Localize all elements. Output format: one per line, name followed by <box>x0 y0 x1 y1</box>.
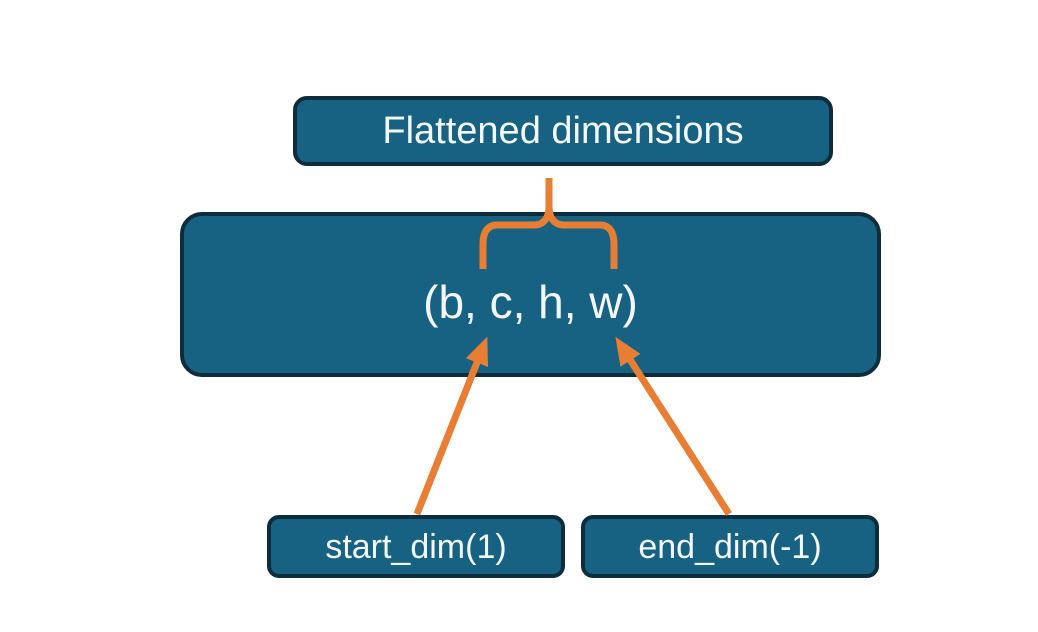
end-dim-arrow <box>615 336 732 516</box>
start-dim-box: start_dim(1) <box>267 515 565 578</box>
tensor-shape-box: (b, c, h, w) <box>180 212 881 377</box>
start-dim-label: start_dim(1) <box>325 527 507 566</box>
flattened-dimensions-label: Flattened dimensions <box>382 110 744 152</box>
tensor-shape-label: (b, c, h, w) <box>423 275 638 328</box>
end-dim-label: end_dim(-1) <box>638 527 822 566</box>
end-dim-box: end_dim(-1) <box>581 515 879 578</box>
flattened-dimensions-box: Flattened dimensions <box>293 96 833 166</box>
start-dim-arrow <box>413 336 489 516</box>
